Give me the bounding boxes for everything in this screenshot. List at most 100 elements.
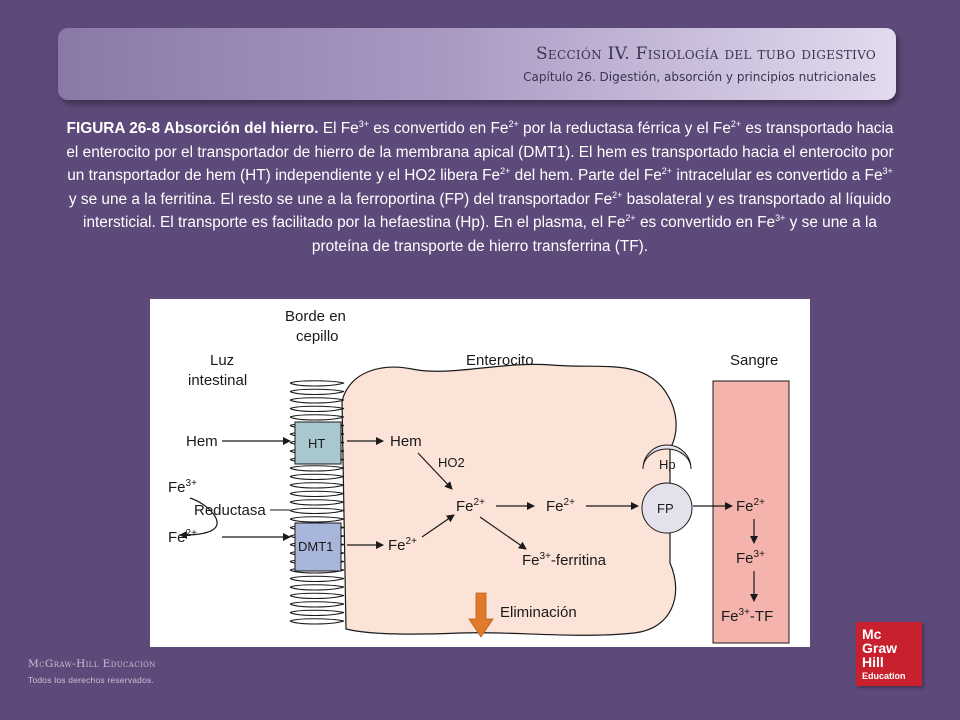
- microvillus: [289, 490, 345, 497]
- logo-line: Graw: [862, 640, 898, 656]
- fe2-export-base: Fe: [546, 498, 564, 515]
- fe3-lumen-label: Fe3+: [168, 478, 197, 496]
- lumen-label-2: intestinal: [188, 372, 247, 389]
- lumen-label-l2: intestinal: [188, 372, 247, 389]
- chapter-title: Capítulo 26. Digestión, absorción y prin…: [523, 70, 876, 84]
- enterocyte-cell: [341, 363, 677, 636]
- caption-sup: 2+: [730, 119, 742, 129]
- ho2-arrow: [417, 452, 453, 490]
- microvillus: [289, 473, 345, 480]
- microvillus: [289, 609, 345, 616]
- blood-fe2-label: Fe2+: [736, 497, 765, 515]
- ht-transporter: [294, 421, 342, 465]
- microvillus: [289, 405, 345, 412]
- blood-fe2-base: Fe: [736, 498, 754, 515]
- caption-text: y se une a la proteína de transporte de …: [311, 214, 877, 255]
- fp-label: FP: [657, 501, 674, 516]
- caption-text: del hem. Parte del Fe: [510, 167, 662, 185]
- brush-border-label-l1: Borde en: [285, 308, 346, 325]
- section-title: Sección IV. Fisiología del tubo digestiv…: [535, 44, 876, 64]
- microvillus: [289, 618, 345, 625]
- fe2-pool-base: Fe: [456, 498, 474, 515]
- transferrin-sup: 3+: [739, 607, 751, 618]
- brush-border-label: Borde en: [285, 308, 346, 325]
- microvillus: [289, 584, 345, 591]
- fe2-cell-label: Fe2+: [388, 536, 417, 554]
- blood-fe2-sup: 2+: [754, 497, 766, 508]
- fe2-lumen-sup: 2+: [186, 528, 198, 539]
- ferritin-suffix: -ferritina: [551, 552, 607, 569]
- lumen-label: Luz: [210, 352, 234, 369]
- logo-line: Mc: [862, 626, 882, 642]
- transferrin-base: Fe: [721, 608, 739, 625]
- caption-text: El Fe: [318, 120, 359, 137]
- elimination-arrow: [468, 592, 494, 638]
- fe2-pool-sup: 2+: [474, 497, 486, 508]
- dmt1-transporter: [294, 522, 342, 572]
- dmt1-label: DMT1: [298, 539, 333, 554]
- caption-sup: 2+: [661, 166, 673, 177]
- caption-sup: 2+: [508, 119, 519, 129]
- hp-protein: [642, 444, 692, 470]
- mcgraw-hill-logo: Mc Graw Hill Education: [856, 622, 922, 686]
- logo-line: Hill: [862, 654, 884, 670]
- microvillus: [289, 397, 345, 404]
- header-banner: Sección IV. Fisiología del tubo digestiv…: [58, 28, 896, 100]
- fe3-lumen-sup: 3+: [186, 478, 198, 489]
- ferritin-arrow: [479, 516, 527, 550]
- fe2-up-arrow: [421, 514, 455, 538]
- rights-notice: Todos los derechos reservados.: [28, 675, 155, 685]
- microvillus: [289, 482, 345, 489]
- caption-text: es transportado hacia el enterocito por …: [66, 120, 894, 185]
- microvillus: [289, 575, 345, 582]
- microvillus: [289, 516, 345, 523]
- blood-label: Sangre: [730, 352, 778, 369]
- fe2-cell-base: Fe: [388, 537, 406, 554]
- fe3-lumen-base: Fe: [168, 479, 186, 496]
- caption-text: basolateral y es transportado al líquido…: [83, 190, 892, 232]
- caption-sup: 2+: [612, 189, 623, 200]
- ferritin-label: Fe3+-ferritina: [522, 551, 607, 569]
- caption-text: intracelular es convertido a Fe: [672, 167, 883, 185]
- hem-lumen-label: Hem: [186, 433, 218, 450]
- blood-fe3-label: Fe3+: [736, 549, 765, 567]
- brush-border: [289, 380, 345, 625]
- enterocyte-label: Enterocito: [466, 352, 534, 369]
- logo-line: Education: [862, 671, 906, 681]
- transferrin-suffix: -TF: [750, 608, 773, 625]
- ht-label: HT: [308, 436, 325, 451]
- figure-caption: FIGURA 26-8 Absorción del hierro. El Fe3…: [62, 117, 898, 259]
- microvillus: [289, 499, 345, 506]
- caption-text: es convertido en Fe: [369, 120, 509, 137]
- caption-text: es convertido en Fe: [635, 214, 776, 232]
- caption-sup: 3+: [358, 119, 370, 129]
- brush-border-label-2: cepillo: [296, 328, 339, 345]
- caption-title: FIGURA 26-8 Absorción del hierro.: [66, 120, 319, 137]
- transferrin-label: Fe3+-TF: [721, 607, 773, 625]
- blood-fe3-sup: 3+: [754, 549, 766, 560]
- blood-fe3-base: Fe: [736, 550, 754, 567]
- fe2-lumen-base: Fe: [168, 529, 186, 546]
- reductase-label: Reductasa: [194, 502, 266, 519]
- lumen-label-l1: Luz: [210, 352, 234, 369]
- fp-protein: [641, 482, 693, 534]
- brush-border-label-l2: cepillo: [296, 328, 339, 345]
- microvillus: [289, 592, 345, 599]
- caption-sup: 3+: [882, 166, 893, 177]
- microvillus: [289, 388, 345, 395]
- hem-cell-label: Hem: [390, 433, 422, 450]
- microvillus: [289, 380, 345, 387]
- microvillus: [289, 414, 345, 421]
- fe2-export-sup: 2+: [564, 497, 576, 508]
- caption-sup: 2+: [500, 166, 511, 177]
- ferritin-sup: 3+: [540, 551, 552, 562]
- fe2-cell-sup: 2+: [406, 536, 418, 547]
- ferritin-base: Fe: [522, 552, 540, 569]
- elimination-label: Eliminación: [500, 604, 577, 621]
- microvillus: [289, 601, 345, 608]
- publisher-name: McGraw-Hill Educación: [28, 658, 156, 670]
- microvillus: [289, 465, 345, 472]
- hp-label: Hp: [659, 457, 676, 472]
- reductase-curve: [179, 497, 218, 539]
- iron-absorption-figure: HT DMT1 Hp FP Borde en cepillo Luz intes…: [150, 299, 810, 647]
